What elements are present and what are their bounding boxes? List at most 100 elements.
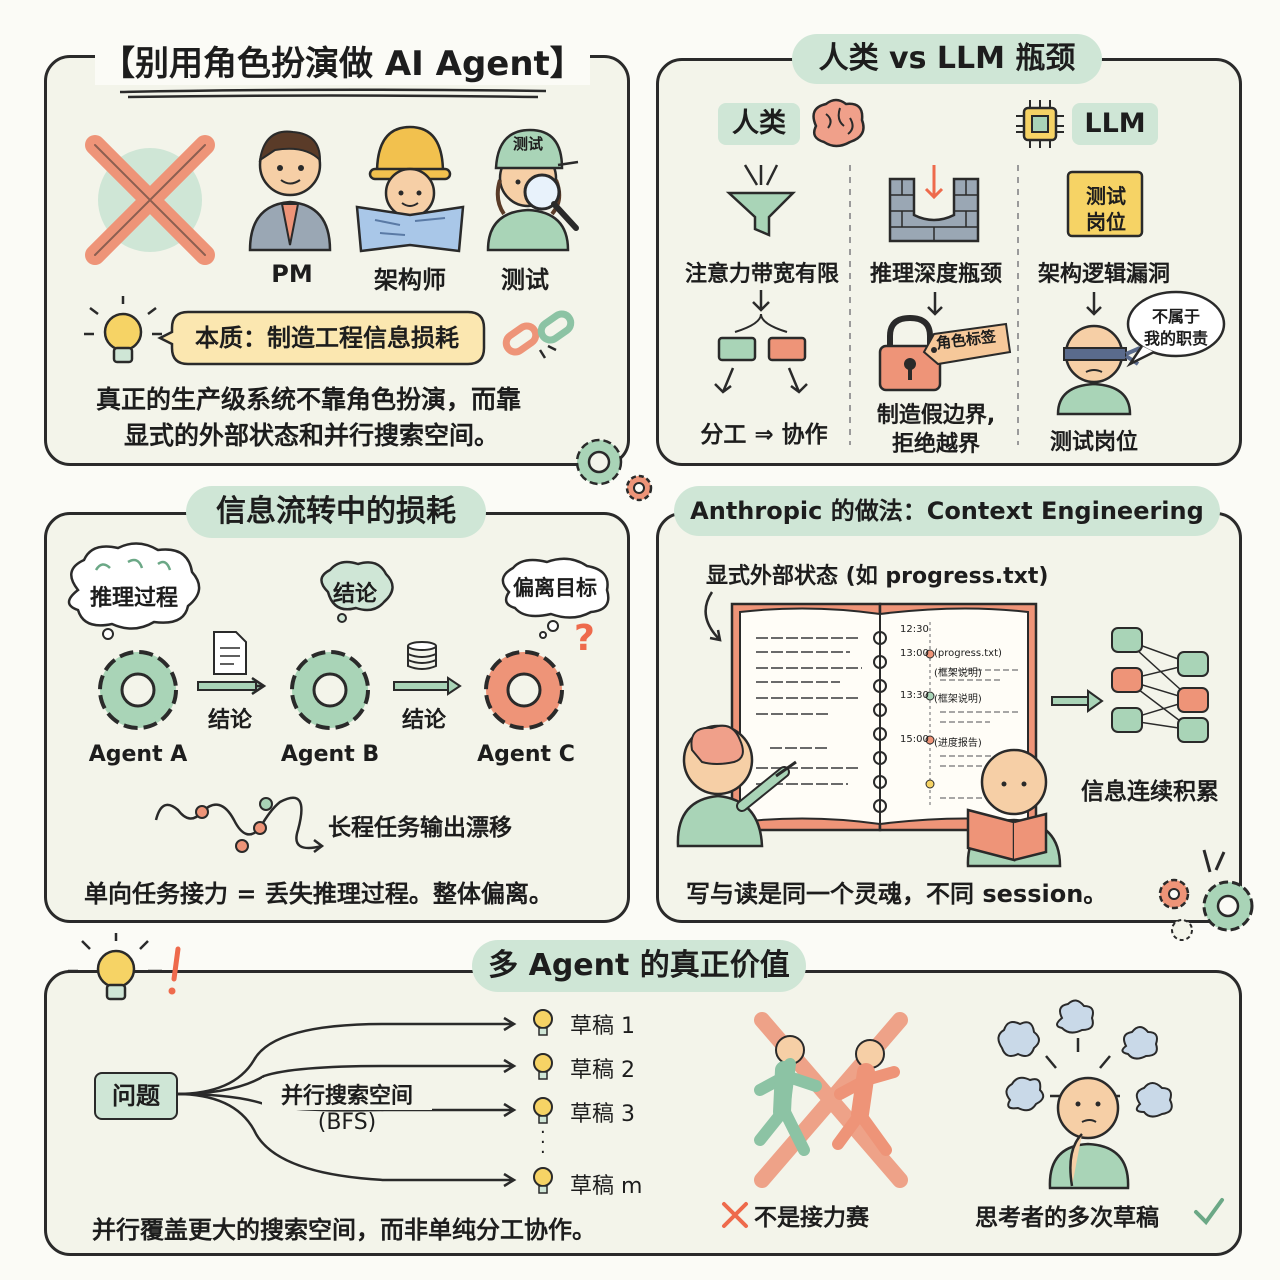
log-time-2: 13:00	[900, 648, 929, 659]
gears-icon-top	[575, 438, 653, 502]
lightbulb-icon-bottom	[68, 933, 181, 1001]
col2-title: 推理深度瓶颈	[869, 262, 1002, 287]
draft-2: 草稿 2	[570, 1058, 635, 1083]
thinker-label: 思考者的多次草稿	[975, 1205, 1159, 1231]
title-underline	[119, 88, 547, 99]
pm-avatar-icon	[248, 130, 332, 252]
panel3-summary: 单向任务接力 = 丢失推理过程。整体偏离。	[84, 880, 553, 908]
column-dividers	[849, 165, 1019, 445]
log-entry-2: (框架说明)	[934, 668, 982, 679]
role-label-architect: 架构师	[374, 266, 446, 294]
llm-label: LLM	[1072, 103, 1158, 145]
log-entry-1: (progress.txt)	[934, 648, 1002, 659]
panel-role-play	[44, 55, 630, 466]
database-icon	[407, 641, 437, 670]
problem-box: 问题	[94, 1072, 178, 1120]
x-mark-icon	[722, 1202, 748, 1228]
draft-bulb-icon-4	[533, 1167, 553, 1194]
col1-flow-diagram	[714, 290, 808, 394]
panel4-title: Anthropic 的做法：Context Engineering	[674, 486, 1220, 536]
ellipsis-dots: ···	[540, 1122, 546, 1163]
panel1-summary-line1: 真正的生产级系统不靠角色扮演，而靠	[96, 385, 522, 414]
col3-box-line1: 测试	[1086, 184, 1126, 208]
state-label: 显式外部状态 (如 progress.txt)	[706, 564, 1049, 589]
log-time-4: 15:00	[900, 734, 929, 745]
test-post-box	[1066, 170, 1144, 238]
question-mark: ?	[574, 618, 595, 659]
arrow-label-1: 结论	[207, 708, 252, 733]
lock-icon	[878, 314, 942, 392]
not-relay-label: 不是接力赛	[754, 1205, 869, 1231]
thinker-person-icon	[997, 999, 1173, 1190]
essence-text: 本质：制造工程信息损耗	[195, 324, 459, 352]
agent-b-label: Agent B	[280, 742, 380, 767]
architect-avatar-icon	[355, 125, 465, 253]
network-layers-icon	[1111, 627, 1209, 743]
essence-bubble	[157, 310, 486, 366]
brain-icon	[812, 98, 865, 148]
bfs-label-line1: 并行搜索空间	[262, 1078, 432, 1110]
draft-3: 草稿 3	[570, 1102, 635, 1127]
right-arrow-4	[1051, 689, 1104, 713]
down-arrow-2	[927, 292, 943, 316]
role-label-pm: PM	[271, 260, 313, 288]
arrow-a-to-b	[197, 676, 267, 696]
tester-hat-label: 测试	[512, 135, 543, 153]
blindfolded-person-icon	[1056, 324, 1141, 416]
agent-c-label: Agent C	[477, 742, 575, 767]
speech-bubble-shape	[1126, 290, 1226, 368]
log-entry-4: (进度报告)	[934, 738, 982, 749]
col2-bottom-line1: 制造假边界,	[876, 403, 996, 428]
col3-title: 架构逻辑漏洞	[1037, 262, 1170, 287]
cross-icon	[85, 135, 215, 265]
chip-icon	[1016, 100, 1064, 148]
panel3-title: 信息流转中的损耗	[186, 486, 486, 538]
agent-a-label: Agent A	[88, 742, 188, 767]
panel5-summary: 并行覆盖更大的搜索空间，而非单纯分工协作。	[92, 1216, 596, 1244]
bfs-label-line2: (BFS)	[317, 1110, 377, 1135]
agent-c-gear-icon	[484, 650, 564, 730]
panel1-summary-line2: 显式的外部状态和并行搜索空间。	[124, 421, 500, 450]
thought-cloud-c	[501, 557, 610, 639]
draft-bulb-icon-3	[533, 1097, 553, 1124]
brick-well-icon	[888, 165, 980, 243]
role-label-tester: 测试	[501, 266, 549, 294]
thought-cloud-b	[320, 560, 394, 623]
human-label: 人类	[718, 103, 800, 145]
panel2-title: 人类 vs LLM 瓶颈	[792, 34, 1102, 84]
agent-b-gear-icon	[290, 650, 370, 730]
document-icon	[213, 631, 247, 675]
thought-cloud-a	[67, 542, 201, 640]
tester-avatar-icon	[486, 128, 579, 252]
col3-box-line2: 岗位	[1086, 210, 1126, 234]
thought-c-text: 偏离目标	[513, 576, 597, 600]
col3-bottom: 测试岗位	[1049, 430, 1138, 455]
col3-speech-line2: 我的职责	[1143, 329, 1208, 348]
panel5-title: 多 Agent 的真正价值	[472, 940, 806, 992]
writer-person-icon	[676, 724, 797, 848]
col1-title: 注意力带宽有限	[684, 262, 839, 287]
panel4-summary: 写与读是同一个灵魂，不同 session。	[686, 880, 1108, 908]
thought-b-text: 结论	[332, 582, 377, 607]
panel1-title: 【别用角色扮演做 AI Agent】	[95, 36, 590, 85]
down-arrow-3	[1086, 292, 1102, 316]
drift-path-icon	[154, 796, 325, 853]
log-entry-3: (框架说明)	[934, 694, 982, 705]
gears-icon-right	[1158, 849, 1254, 941]
curved-arrow	[704, 591, 722, 642]
accumulate-label: 信息连续积累	[1081, 779, 1219, 805]
relay-runners-icon	[754, 1012, 908, 1188]
thought-a-text: 推理过程	[89, 586, 178, 611]
draft-1: 草稿 1	[570, 1014, 635, 1039]
funnel-icon	[725, 164, 797, 237]
arrow-b-to-c	[393, 676, 462, 696]
arrow-label-2: 结论	[401, 708, 446, 733]
draft-m: 草稿 m	[570, 1174, 643, 1199]
draft-bulb-icon-2	[533, 1053, 553, 1080]
log-time-1: 12:30	[900, 624, 929, 635]
broken-chain-icon	[502, 310, 575, 359]
draft-bulb-icon-1	[533, 1009, 553, 1036]
reader-person-icon	[966, 748, 1062, 868]
col3-speech-line1: 不属于	[1151, 307, 1200, 326]
agent-a-gear-icon	[98, 650, 178, 730]
